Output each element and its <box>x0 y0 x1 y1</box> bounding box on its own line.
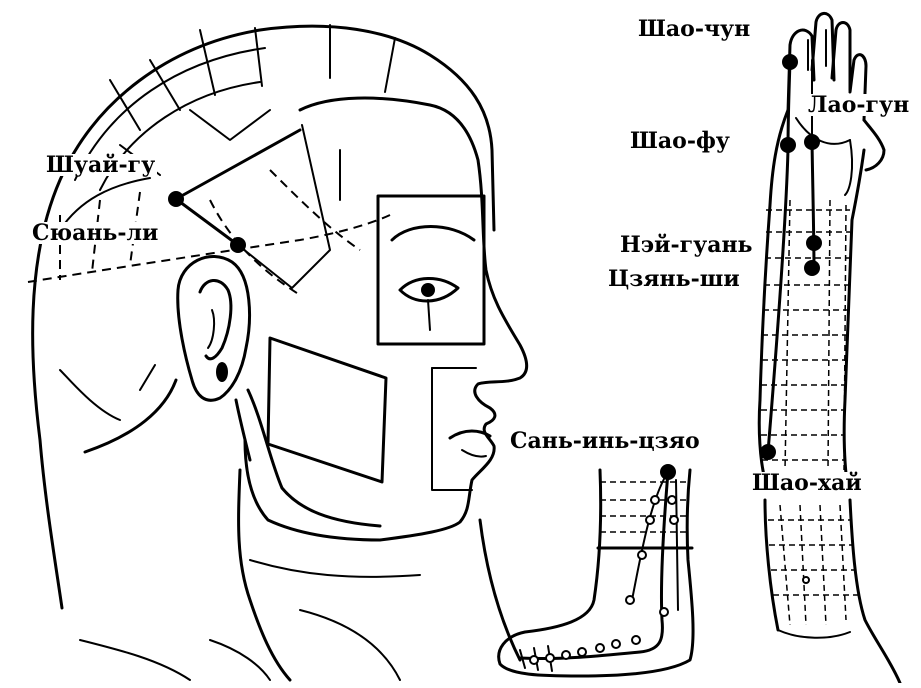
head-illustration <box>28 25 527 680</box>
shao-hai-point <box>760 444 776 460</box>
tszyan-shi-point <box>804 260 820 276</box>
lao-gun-label: Лао-гун <box>806 94 911 116</box>
shao-fu-point <box>780 137 796 153</box>
shao-fu-label: Шао-фу <box>628 130 732 152</box>
shuai-gu-point <box>168 191 184 207</box>
shao-chun-label: Шао-чун <box>636 18 752 40</box>
tszyan-shi-label: Цзянь-ши <box>606 268 742 290</box>
foot-illustration <box>499 464 693 676</box>
ear <box>178 257 250 401</box>
syuan-li-point <box>230 237 246 253</box>
syuan-li-label: Сюань-ли <box>30 222 160 244</box>
nei-guan-label: Нэй-гуань <box>618 234 754 256</box>
shuai-gu-label: Шуай-гу <box>44 154 157 176</box>
san-in-tszyao-point <box>660 464 676 480</box>
san-in-tszyao-label: Сань-инь-цзяо <box>508 430 702 452</box>
shao-chun-point <box>782 54 798 70</box>
lao-gun-point <box>804 134 820 150</box>
shao-hai-label: Шао-хай <box>750 472 864 494</box>
nei-guan-point <box>806 235 822 251</box>
